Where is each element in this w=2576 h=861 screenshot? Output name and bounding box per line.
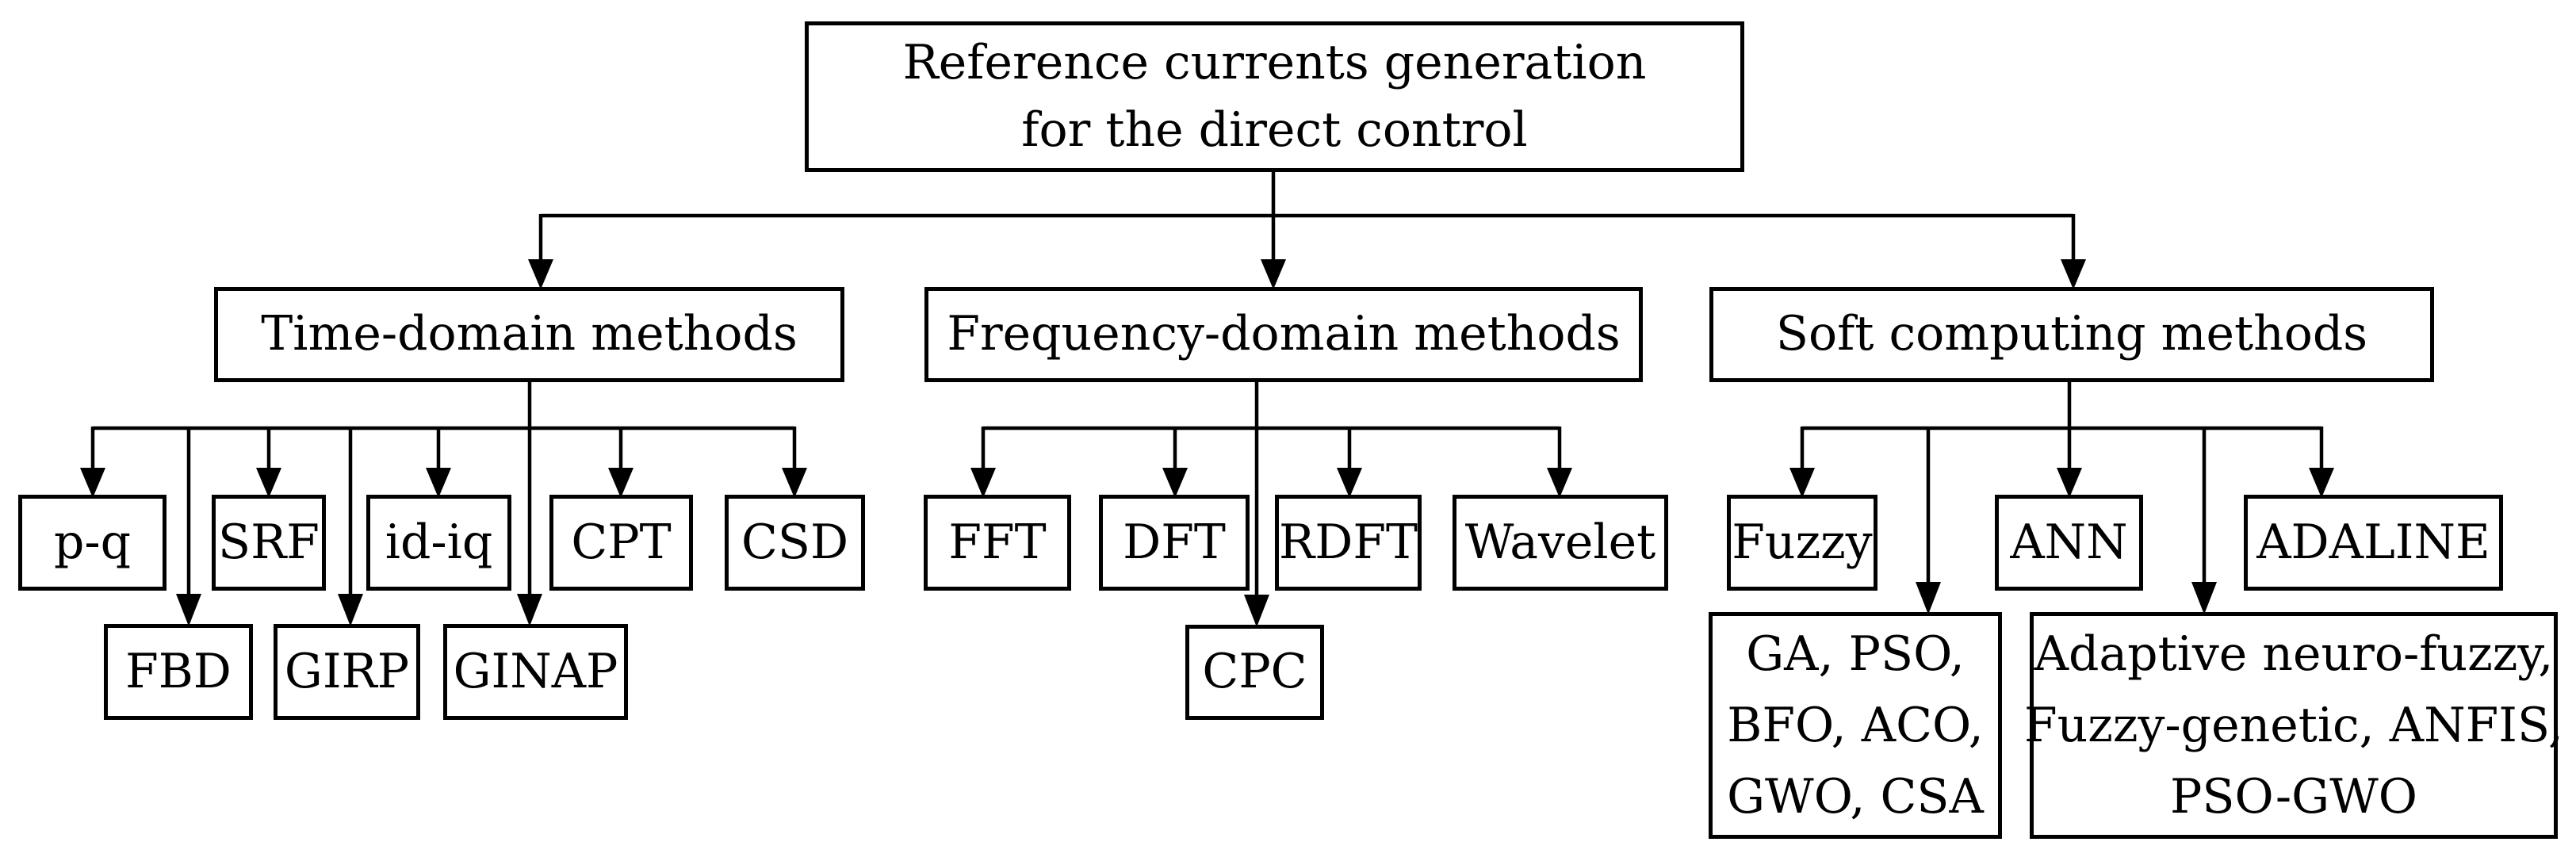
node-root-line2: for the direct control — [1021, 102, 1528, 158]
node-wavelet: Wavelet — [1453, 495, 1668, 591]
node-pq: p-q — [18, 495, 167, 591]
node-ann: ANN — [1995, 495, 2143, 591]
node-fft: FFT — [924, 495, 1071, 591]
node-srf: SRF — [212, 495, 326, 591]
connector-frequency-bus — [970, 382, 1572, 627]
node-hybrid-methods: Adaptive neuro-fuzzy, Fuzzy-genetic, ANF… — [2024, 612, 2563, 839]
node-ginap: GINAP — [443, 624, 628, 720]
node-time-domain-methods: Time-domain methods — [214, 287, 844, 382]
node-dft: DFT — [1099, 495, 1250, 591]
node-adaline: ADALINE — [2244, 495, 2503, 591]
node-girp: GIRP — [274, 624, 420, 720]
node-id-iq: id-iq — [366, 495, 511, 591]
node-optimization-line1: GA, PSO, — [1746, 626, 1965, 682]
node-root-line1: Reference currents generation — [902, 34, 1647, 90]
node-cpc: CPC — [1185, 625, 1324, 720]
node-cpt: CPT — [549, 495, 693, 591]
connector-time-bus — [80, 382, 807, 626]
node-hybrid-line2: Fuzzy-genetic, ANFIS, — [2024, 698, 2563, 753]
connector-root-bus — [528, 172, 2086, 289]
node-root: Reference currents generation for the di… — [805, 21, 1744, 172]
node-fbd: FBD — [104, 624, 253, 720]
node-optimization-line2: BFO, ACO, — [1727, 698, 1984, 753]
node-optimization-line3: GWO, CSA — [1727, 769, 1984, 825]
connector-soft-bus — [1789, 382, 2334, 614]
node-fuzzy: Fuzzy — [1727, 495, 1877, 591]
node-hybrid-line3: PSO-GWO — [2170, 769, 2417, 825]
node-optimization-algorithms: GA, PSO, BFO, ACO, GWO, CSA — [1709, 612, 2002, 839]
node-csd: CSD — [725, 495, 865, 591]
node-soft-computing-methods: Soft computing methods — [1709, 287, 2434, 382]
node-frequency-domain-methods: Frequency-domain methods — [924, 287, 1643, 382]
node-rdft: RDFT — [1275, 495, 1422, 591]
node-hybrid-line1: Adaptive neuro-fuzzy, — [2034, 626, 2554, 682]
